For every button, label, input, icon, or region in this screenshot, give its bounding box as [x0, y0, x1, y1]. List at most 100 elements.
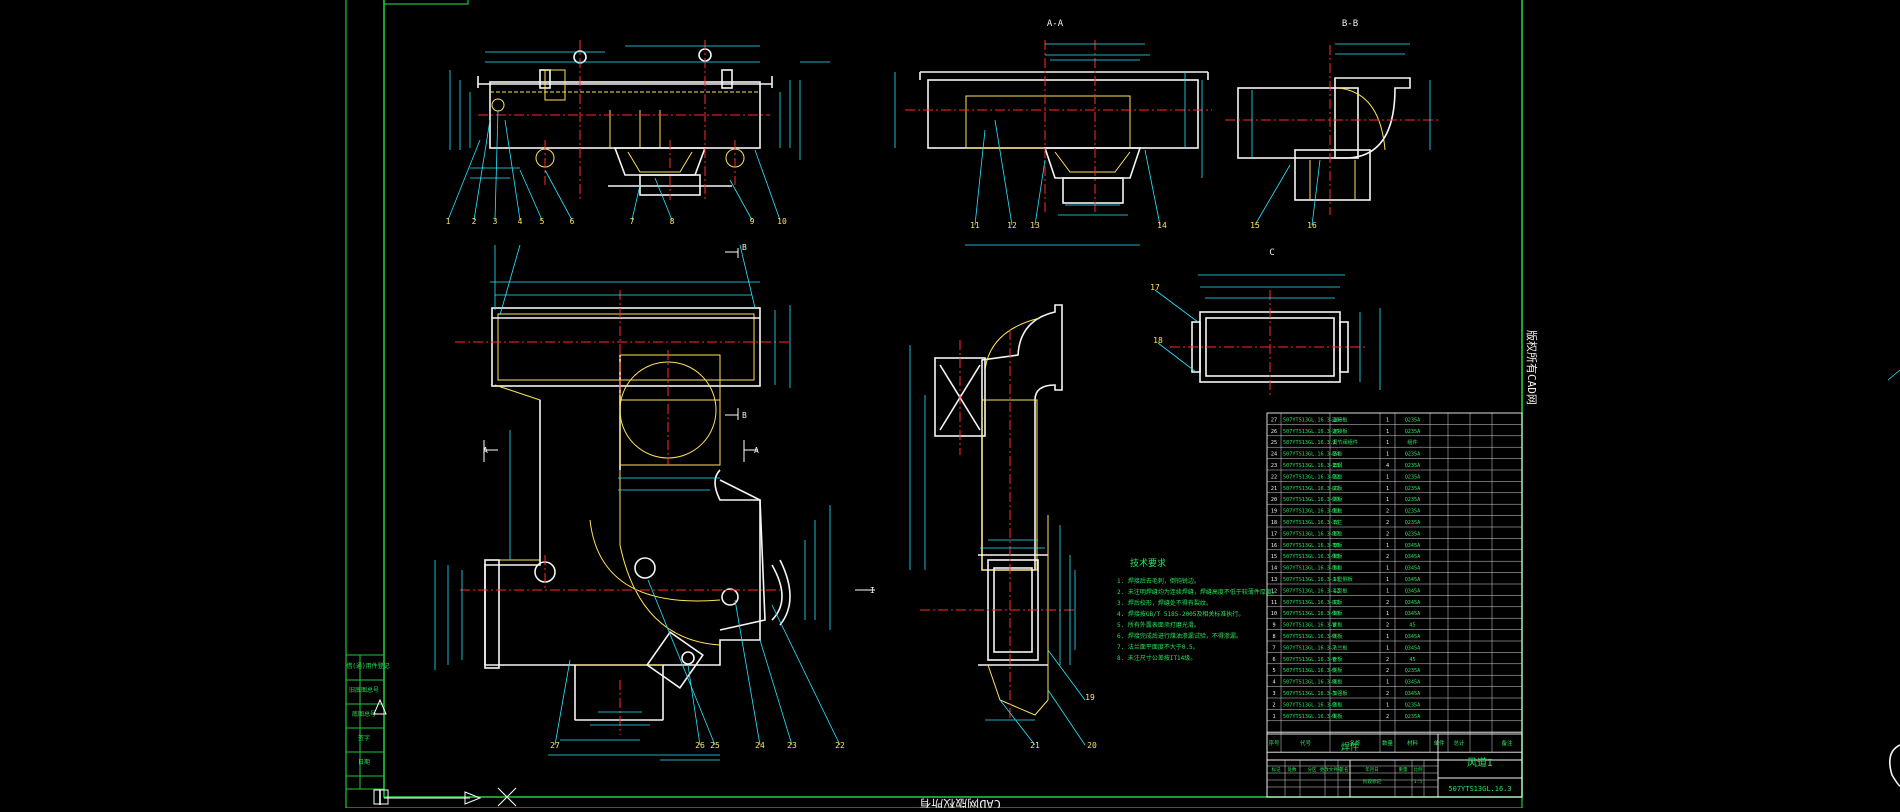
parts-list-cell: 507YTS13GL.16.3-22: [1283, 474, 1339, 480]
parts-list-cell: Q235A: [1405, 509, 1421, 515]
parts-list-cell: 1: [1386, 429, 1389, 435]
parts-list-cell: Q235A: [1405, 714, 1421, 720]
part-number-label: 14: [1157, 221, 1167, 230]
parts-list-cell: 507YTS13GL.16.3-7: [1283, 645, 1336, 651]
parts-list-cell: 侧板: [1332, 678, 1343, 686]
parts-list-cell: 2: [1386, 668, 1389, 674]
parts-list-header-cell: 总计: [1453, 739, 1465, 747]
parts-list-header-cell: 单件: [1433, 739, 1445, 747]
cut-mark-b-top: B: [742, 243, 747, 252]
parts-list-cell: Q235A: [1405, 531, 1421, 537]
view-mark-i: I: [870, 586, 875, 595]
part-number-label: 3: [493, 217, 498, 226]
parts-list-cell: 507YTS13GL.16.3-21: [1283, 486, 1339, 492]
parts-list-cell: 507YTS13GL.16.3-26: [1283, 417, 1339, 423]
title-material: 焊件: [1341, 741, 1359, 753]
title-row-label: 更改文件号: [1320, 766, 1343, 773]
parts-list-cell: 507YTS13GL.16.3-13: [1283, 577, 1339, 583]
left-strip-label: 借(通)用件登记: [346, 662, 389, 670]
parts-list-cell: 1: [1386, 452, 1389, 458]
parts-list-cell: 侧板: [1332, 666, 1343, 674]
parts-list-cell: 507YTS13GL.16.3-11: [1283, 600, 1339, 606]
parts-list-cell: 斗型侧板: [1332, 575, 1354, 583]
parts-list-cell: 507YTS13GL.16.3-2: [1283, 702, 1336, 708]
parts-list-cell: 4: [1386, 463, 1389, 469]
part-number-label: 8: [670, 217, 675, 226]
parts-list-cell: Q345A: [1405, 680, 1421, 686]
parts-list-cell: 23: [1271, 463, 1277, 469]
parts-list-cell: 507YTS13GL.16.3-10: [1283, 611, 1339, 617]
title-stage-label: 阶段标记: [1363, 778, 1381, 785]
title-row-label: 标记: [1272, 766, 1281, 773]
parts-list-cell: 连接板: [1332, 427, 1348, 435]
parts-list-cell: 9: [1272, 623, 1275, 629]
parts-list-cell: 19: [1271, 509, 1277, 515]
parts-list-cell: 24: [1271, 452, 1277, 458]
parts-list-cell: 侧板: [1332, 700, 1343, 708]
parts-list-cell: Q235A: [1405, 497, 1421, 503]
parts-list-cell: Q235A: [1405, 486, 1421, 492]
parts-list-cell: 8: [1272, 634, 1275, 640]
parts-list-cell: 507YTS13GL.16.3-3: [1283, 691, 1336, 697]
parts-list-cell: 507YTS13GL.16.3-9: [1283, 623, 1336, 629]
parts-list-cell: 1: [1386, 474, 1389, 480]
snap-triangle-icon[interactable]: [373, 698, 387, 715]
part-number-label: 5: [540, 217, 545, 226]
parts-list-cell: 4: [1272, 680, 1275, 686]
title-block: 焊件 风道I 507YTS13GL.16.3 标记 处数 分区 更改文件号 签名…: [1266, 733, 1523, 798]
section-a-a-label: A-A: [1047, 19, 1064, 29]
parts-list-cell: Q345A: [1405, 645, 1421, 651]
parts-list-cell: 507YTS13GL.16.3-24: [1283, 452, 1339, 458]
tech-req-line: 2. 未注明焊缝均为连续焊缝，焊缝高度不低于较薄件厚度。: [1117, 588, 1278, 596]
parts-list-cell: 调节阀组件: [1332, 438, 1358, 446]
part-number-label: 1: [446, 217, 451, 226]
part-number-label: 12: [1007, 221, 1017, 230]
part-number-label: 20: [1087, 741, 1097, 750]
parts-list-cell: 14: [1271, 566, 1277, 572]
parts-list-cell: 侧板: [1332, 564, 1343, 572]
parts-list-cell: Q235A: [1405, 429, 1421, 435]
cut-mark-a-right: A: [754, 446, 759, 455]
parts-list-cell: 25: [1271, 440, 1277, 446]
view-c-label: C: [1269, 248, 1274, 258]
parts-list-cell: 11: [1271, 600, 1277, 606]
parts-list-cell: Q345A: [1405, 611, 1421, 617]
parts-list-cell: 13: [1271, 577, 1277, 583]
left-strip-label: 签字: [358, 734, 370, 742]
parts-list-cell: 507YTS13GL.16.3-17: [1283, 531, 1339, 537]
parts-list-header: 序号代号名称数量材料单件总计备注: [1266, 731, 1523, 753]
parts-list-cell: Q345A: [1405, 577, 1421, 583]
tech-req-line: 8. 未注尺寸公差按IT14级。: [1117, 654, 1196, 662]
section-b-b: B-B: [1225, 19, 1440, 226]
parts-list-header-cell: 数量: [1382, 739, 1394, 747]
part-number-label: 26: [695, 741, 705, 750]
parts-list-cell: Q345A: [1405, 566, 1421, 572]
parts-list-cell: 底板: [1332, 484, 1343, 492]
part-number-label: 21: [1030, 741, 1040, 750]
parts-list-cell: 45: [1409, 657, 1415, 663]
parts-list-header-cell: 代号: [1300, 739, 1312, 747]
left-strip-label: 旧底图总号: [349, 686, 379, 694]
parts-list-cell: 27: [1271, 417, 1277, 423]
parts-list-cell: 2: [1272, 702, 1275, 708]
parts-list-cell: Q235A: [1405, 452, 1421, 458]
parts-list-cell: Q235A: [1405, 474, 1421, 480]
parts-list-cell: 507YTS13GL.16.3-12: [1283, 588, 1339, 594]
parts-list-cell: 弯板: [1332, 541, 1343, 549]
tech-req-line: 3. 焊后校形，焊缝处不得有裂纹。: [1117, 599, 1212, 607]
parts-list-cell: 1: [1386, 486, 1389, 492]
parts-list-cell: 斗型板: [1332, 586, 1348, 594]
parts-list-cell: 1: [1386, 588, 1389, 594]
parts-list-cell: 507YTS13GL.16.3-1: [1283, 714, 1336, 720]
part-number-label: 13: [1030, 221, 1040, 230]
cut-mark-a-left: A: [483, 446, 488, 455]
tech-req-title: 技术要求: [1130, 557, 1166, 569]
parts-list-cell: 1: [1386, 680, 1389, 686]
parts-list-cell: Q345A: [1405, 588, 1421, 594]
cut-mark-b-mid: B: [742, 411, 747, 420]
part-number-label: 27: [550, 741, 560, 750]
parts-list-cell: 507YTS13GL.16.3-19: [1283, 509, 1339, 515]
